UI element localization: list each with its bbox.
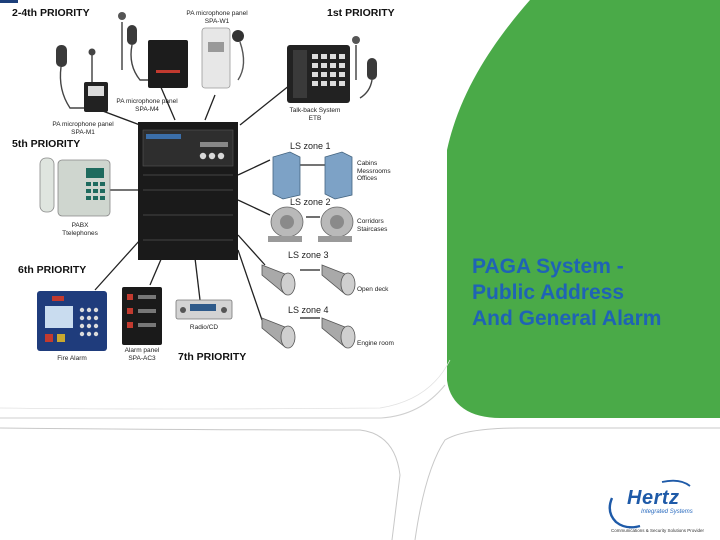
priority-2-4-label: 2-4th PRIORITY [12,7,90,19]
slide-title-line-2: Public Address [472,281,625,304]
hertz-logo-swoosh [608,479,691,529]
priority-5-label: 5th PRIORITY [12,138,81,150]
ls-zone-3-horns [261,264,356,296]
corner-tab [0,0,18,3]
ls-zone-4-desc: Engine room [357,340,394,347]
fire-alarm-panel [37,291,107,351]
pabx-telephone [39,157,111,217]
priority-6-label: 6th PRIORITY [18,264,87,276]
ls-zone-3-desc: Open deck [357,286,389,293]
ls-zone-2-label: LS zone 2 [290,197,331,207]
spa-m4-panel [118,12,188,88]
radio-cd-unit [175,299,233,320]
ls-zone-1-speakers [272,151,353,200]
spa-m1-panel [56,45,108,112]
radio-cd-label: Radio/CD [189,324,219,331]
hertz-logo-subtitle: Integrated Systems [641,509,693,515]
ls-zone-2-speakers [268,206,354,242]
ls-zone-1-label: LS zone 1 [290,141,331,151]
decorative-curve-inner [0,359,451,410]
hertz-logo-tagline: Communications & Security Solutions Prov… [611,528,705,533]
etb-talkback-unit [287,36,377,103]
ls-zone-4-horns [261,317,356,349]
slide-title-line-1: PAGA System - [472,255,624,278]
slide-title-line-3: And General Alarm [472,307,662,330]
ls-zone-3-label: LS zone 3 [288,250,329,260]
decorative-curve-right [414,427,720,540]
decorative-curve-top [0,384,446,419]
green-title-panel [447,0,720,418]
central-amplifier-rack [138,122,238,260]
spa-w1-panel [201,27,245,89]
decorative-curve-left [0,427,401,540]
ls-zone-4-label: LS zone 4 [288,305,329,315]
priority-1-label: 1st PRIORITY [327,7,395,19]
slide-title: PAGA System - Public Address And General… [472,254,712,332]
spa-ac3-alarm-panel [122,287,162,345]
fire-alarm-label: Fire Alarm [57,355,87,362]
priority-7-label: 7th PRIORITY [178,351,247,363]
hertz-logo-name: Hertz [627,487,680,509]
